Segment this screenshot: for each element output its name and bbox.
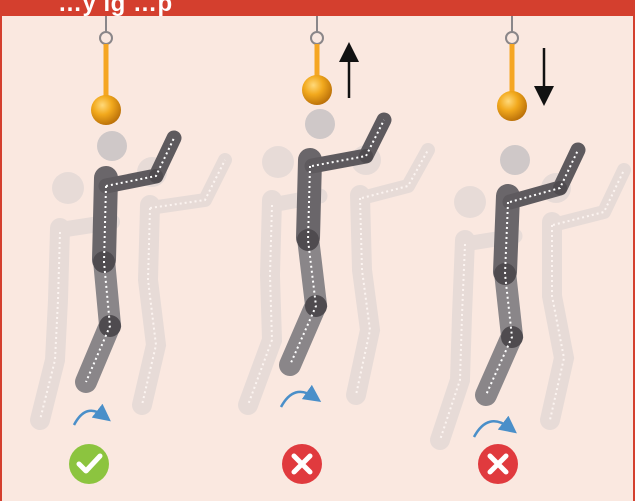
cross-icon — [282, 444, 322, 484]
ball — [497, 91, 527, 121]
panel-middle — [248, 16, 428, 484]
rotation-arrow — [474, 421, 510, 437]
cross-icon — [478, 444, 518, 484]
rotation-arrow — [281, 392, 314, 407]
check-icon — [69, 444, 109, 484]
panel-left — [40, 16, 225, 484]
ball — [91, 95, 121, 125]
panel-right — [440, 16, 624, 484]
ghost-figure-front — [351, 145, 428, 395]
ball — [302, 75, 332, 105]
ceiling-hook — [311, 16, 323, 44]
ceiling-hook — [100, 16, 112, 44]
ghost-figure-front — [137, 157, 225, 405]
ceiling-hook — [506, 16, 518, 44]
rotation-arrow — [74, 411, 104, 425]
ghost-figure-front — [541, 170, 624, 420]
